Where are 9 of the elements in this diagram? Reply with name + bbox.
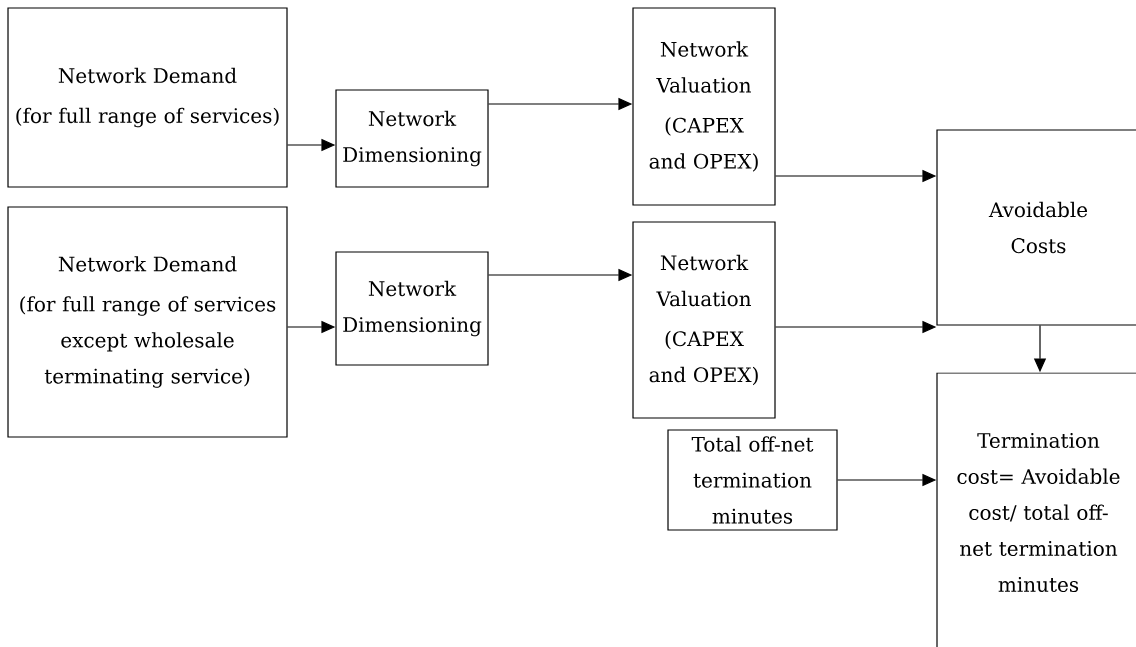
process-box: Avoidable Costs	[936, 129, 1136, 326]
process-box: Network Valuation (CAPEX and OPEX)	[632, 221, 776, 419]
process-box: Network Demand (for full range of services except wholesale terminating service)	[7, 206, 288, 438]
process-box: Network Demand (for full range of services)	[7, 7, 288, 188]
process-box: Total off-net termination minutes	[667, 429, 838, 531]
process-box: Termination cost= Avoidable cost/ total off-net termination minutes	[936, 372, 1136, 647]
process-box: Network Dimensioning	[335, 89, 489, 188]
process-box: Network Dimensioning	[335, 251, 489, 366]
process-box: Network Valuation (CAPEX and OPEX)	[632, 7, 776, 206]
